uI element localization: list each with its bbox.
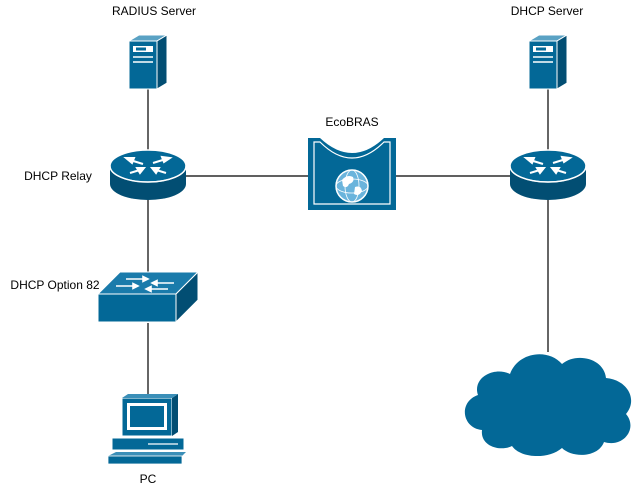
server-icon — [127, 34, 169, 90]
router-icon — [509, 149, 587, 200]
ecobras-label: EcoBRAS — [325, 115, 378, 129]
dhcp-option-82-label: DHCP Option 82 — [10, 278, 99, 292]
dhcp-server-label: DHCP Server — [511, 4, 583, 18]
pc-label: PC — [140, 472, 157, 486]
cloud-icon — [464, 354, 632, 457]
connections — [147, 88, 549, 400]
switch-icon — [96, 270, 200, 324]
bras-globe-icon — [308, 138, 396, 210]
router-icon — [109, 149, 187, 200]
computer-icon — [107, 394, 186, 465]
server-icon — [527, 34, 569, 90]
radius-server-label: RADIUS Server — [112, 4, 196, 18]
dhcp-relay-label: DHCP Relay — [24, 169, 92, 183]
